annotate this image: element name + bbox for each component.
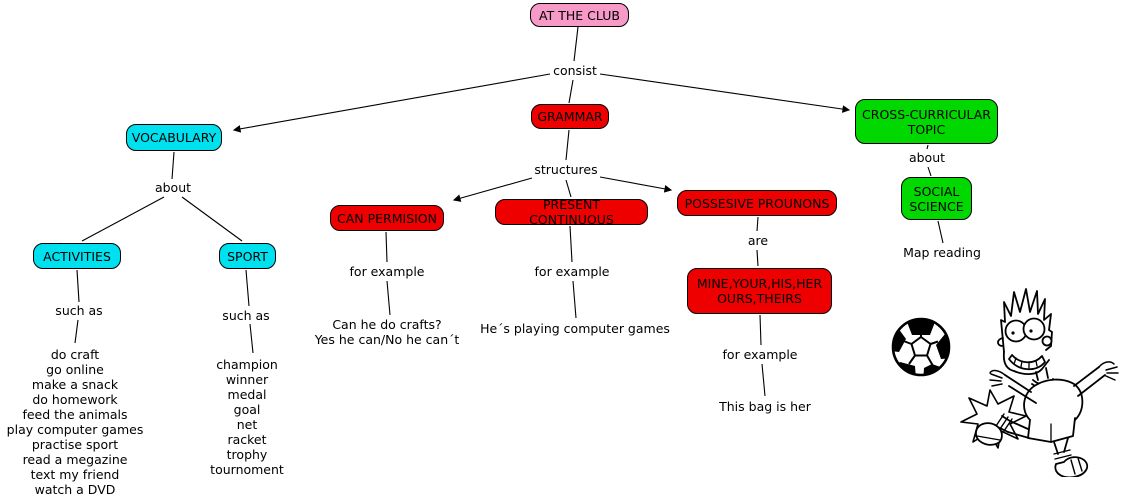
link-label-such-as-sport: such as [220, 308, 272, 323]
list-item: tournoment [210, 462, 284, 477]
list-item: winner [225, 372, 269, 387]
node-possesive-prounons[interactable]: POSSESIVE PROUNONS [677, 190, 837, 216]
example-can-line2: Yes he can/No he can´t [314, 332, 460, 347]
node-grammar[interactable]: GRAMMAR [531, 104, 609, 129]
node-cross-curricular-topic[interactable]: CROSS-CURRICULAR TOPIC [855, 99, 998, 144]
link-label-for-example-possessive: for example [720, 347, 800, 362]
example-can-permission: Can he do crafts? Yes he can/No he can´t [297, 317, 477, 347]
list-item: make a snack [31, 377, 119, 392]
list-item: go online [46, 362, 104, 377]
list-item: feed the animals [22, 407, 128, 422]
node-present-continuous[interactable]: PRESENT CONTINUOUS [495, 197, 648, 227]
link-label-structures: structures [532, 162, 600, 177]
list-item: read a megazine [22, 452, 128, 467]
list-item: trophy [226, 447, 268, 462]
soccer-ball-image [891, 317, 951, 377]
list-item: do craft [50, 347, 100, 362]
node-vocabulary[interactable]: VOCABULARY [126, 124, 222, 151]
link-label-about-topic: about [906, 150, 948, 165]
list-item: net [236, 417, 258, 432]
link-label-for-example-can: for example [347, 264, 427, 279]
list-item: play computer games [6, 422, 144, 437]
link-label-consist: consist [551, 63, 599, 78]
link-label-about-vocabulary: about [152, 180, 194, 195]
node-social-science[interactable]: SOCIAL SCIENCE [901, 177, 972, 220]
example-present-continuous: He´s playing computer games [480, 321, 670, 336]
node-activities[interactable]: ACTIVITIES [33, 243, 121, 269]
node-at-the-club[interactable]: AT THE CLUB [530, 3, 629, 27]
example-can-line1: Can he do crafts? [332, 317, 442, 332]
list-item: text my friend [30, 467, 120, 482]
list-item: watch a DVD [34, 482, 116, 497]
node-can-permision[interactable]: CAN PERMISION [330, 205, 444, 231]
link-label-for-example-present: for example [532, 264, 612, 279]
link-label-such-as-activities: such as [53, 303, 105, 318]
list-item: goal [233, 402, 261, 417]
list-item: racket [227, 432, 267, 447]
node-pronouns-list[interactable]: MINE,YOUR,HIS,HER OURS,THEIRS [687, 268, 832, 314]
list-item: medal [227, 387, 267, 402]
cartoon-kicker-image [960, 288, 1119, 477]
link-label-are: are [745, 233, 771, 248]
list-item: do homework [32, 392, 118, 407]
list-item: practise sport [31, 437, 119, 452]
example-possessive: This bag is her [719, 399, 811, 414]
list-item: champion [216, 357, 278, 372]
node-sport[interactable]: SPORT [219, 243, 276, 269]
leaf-map-reading: Map reading [903, 245, 981, 260]
